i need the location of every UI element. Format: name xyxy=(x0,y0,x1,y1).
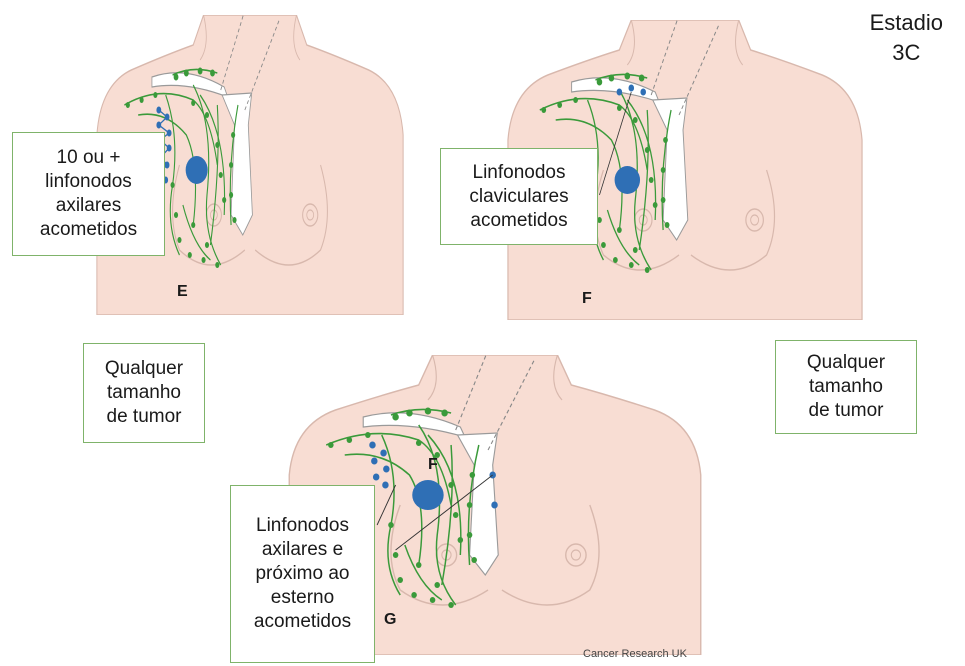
callout-clavicular-nodes: Linfonodos claviculares acometidos xyxy=(440,148,598,245)
stage-label: Estadio 3C xyxy=(870,8,943,68)
tumor-size-box-right: Qualquer tamanho de tumor xyxy=(775,340,917,434)
image-credit: Cancer Research UK xyxy=(583,648,687,660)
tumor-size-box-left: Qualquer tamanho de tumor xyxy=(83,343,205,443)
callout-axillary-sternal-nodes: Linfonodos axilares e próximo ao esterno… xyxy=(230,485,375,663)
stage-label-line1: Estadio xyxy=(870,8,943,38)
tumor-shape xyxy=(186,156,208,184)
panel-label-e: E xyxy=(177,283,188,301)
tumor-marker-label: F xyxy=(428,456,438,474)
callout-axillary-nodes: 10 ou + linfonodos axilares acometidos xyxy=(12,132,165,256)
tumor-shape xyxy=(615,166,640,194)
tumor-shape xyxy=(412,480,443,510)
stage-label-line2: 3C xyxy=(870,38,943,68)
panel-label-g: G xyxy=(384,611,396,629)
panel-label-f: F xyxy=(582,290,592,308)
